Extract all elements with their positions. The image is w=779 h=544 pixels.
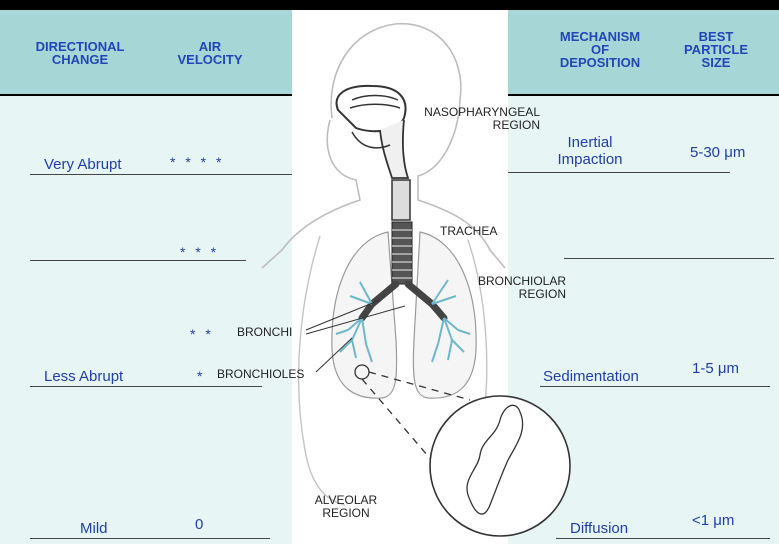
mechanism-diffusion: Diffusion	[570, 520, 628, 537]
size-less-than-1: <1 μm	[692, 512, 734, 529]
velocity-four-stars: * * * *	[170, 154, 224, 170]
row-rule	[556, 538, 770, 539]
velocity-two-stars: * *	[190, 326, 214, 342]
size-1-5: 1-5 μm	[692, 360, 739, 377]
size-5-30: 5-30 μm	[690, 144, 745, 161]
velocity-one-star: *	[197, 368, 205, 384]
row-rule	[30, 386, 262, 387]
direction-very-abrupt: Very Abrupt	[44, 156, 122, 173]
label-trachea: TRACHEA	[440, 225, 497, 238]
row-rule	[30, 538, 270, 539]
mechanism-sedimentation: Sedimentation	[543, 368, 639, 385]
velocity-three-stars: * * *	[180, 244, 219, 260]
direction-mild: Mild	[80, 520, 108, 537]
larynx	[392, 180, 410, 220]
row-rule	[508, 172, 730, 173]
trachea	[392, 222, 412, 284]
label-alveolar: ALVEOLAR REGION	[296, 494, 396, 520]
label-bronchioles: BRONCHIOLES	[217, 368, 304, 381]
row-rule	[30, 174, 292, 175]
row-rule	[540, 386, 770, 387]
row-rule	[30, 260, 246, 261]
mechanism-inertial-impaction: Inertial Impaction	[540, 134, 640, 168]
label-bronchiolar: BRONCHIOLAR REGION	[450, 275, 566, 301]
alveolar-magnified-circle	[430, 396, 570, 536]
row-rule	[564, 258, 774, 259]
label-nasopharyngeal: NASOPHARYNGEAL REGION	[380, 106, 540, 132]
direction-less-abrupt: Less Abrupt	[44, 368, 123, 385]
body-outline-left	[262, 120, 360, 268]
velocity-zero: 0	[195, 516, 203, 533]
label-bronchi: BRONCHI	[237, 326, 292, 339]
